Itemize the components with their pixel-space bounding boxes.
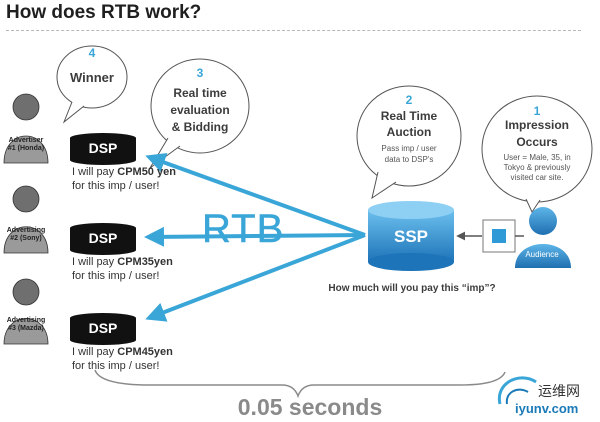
auction-line-1: Real Time <box>380 109 438 123</box>
impression-square <box>492 229 506 243</box>
impression-line-2: Occurs <box>516 135 558 149</box>
auction-line-2: Auction <box>386 125 432 139</box>
evaluation-line-2: evaluation <box>170 103 230 117</box>
advertiser-3-label: Advertising#3 (Mazda) <box>6 317 46 333</box>
audience-label: Audience <box>525 250 559 259</box>
bid-2: I will pay CPM35yen for this imp / user! <box>72 256 173 283</box>
dsp-3-label: DSP <box>88 320 118 336</box>
watermark-url: iyunv.com <box>515 401 579 416</box>
dsp-1-label: DSP <box>88 140 118 156</box>
arrow-ssp-to-dsp-2 <box>144 226 366 247</box>
bid-1: I will pay CPM50 yen for this imp / user… <box>72 166 176 193</box>
dsp-2-label: DSP <box>88 230 118 246</box>
impression-sub-3: visited car site. <box>510 173 564 182</box>
step-4-number: 4 <box>88 46 96 60</box>
evaluation-line-3: & Bidding <box>171 120 229 134</box>
evaluation-line-1: Real time <box>173 86 227 100</box>
impression-sub-1: User = Male, 35, in <box>503 153 571 162</box>
advertiser-2-label: Advertising#2 (Sony) <box>6 227 46 243</box>
ssp-cylinder <box>368 201 454 271</box>
advertiser-1-person-icon <box>3 93 49 164</box>
timing-brace <box>94 369 506 399</box>
bubble-auction <box>356 85 462 200</box>
advertiser-3-person-icon <box>3 278 49 345</box>
bubble-winner <box>56 45 128 124</box>
step-2-number: 2 <box>405 93 413 107</box>
timing-label: 0.05 seconds <box>237 394 383 420</box>
impression-box <box>482 219 516 253</box>
step-1-number: 1 <box>533 104 541 118</box>
audience-person-icon <box>515 207 571 268</box>
watermark-logo-icon <box>497 376 537 405</box>
winner-label: Winner <box>70 70 114 85</box>
step-3-number: 3 <box>196 66 204 80</box>
auction-question: How much will you pay this “imp”? <box>328 283 496 294</box>
watermark-brand: 运维网 <box>538 383 580 399</box>
bid-3: I will pay CPM45yen for this imp / user! <box>72 346 173 373</box>
bubble-impression <box>481 95 593 214</box>
advertiser-1-label: Advertiser#1 (Honda) <box>7 137 45 153</box>
impression-sub-2: Tokyo & previously <box>503 163 571 172</box>
dsp-3-cylinder <box>70 313 136 345</box>
auction-sub-1: Pass imp / user <box>381 144 437 153</box>
auction-sub-2: data to DSP's <box>384 155 434 164</box>
arrow-ssp-to-dsp-1 <box>145 153 366 237</box>
advertiser-2-person-icon <box>3 185 49 254</box>
rtb-label: RTB <box>202 207 285 252</box>
dsp-1-cylinder <box>70 133 136 165</box>
impression-line-1: Impression <box>504 118 570 132</box>
dsp-2-cylinder <box>70 223 136 255</box>
page-title: How does RTB work? <box>6 2 202 23</box>
title-divider <box>6 30 581 31</box>
arrow-ssp-to-dsp-3 <box>145 233 366 322</box>
ssp-label: SSP <box>393 227 429 246</box>
